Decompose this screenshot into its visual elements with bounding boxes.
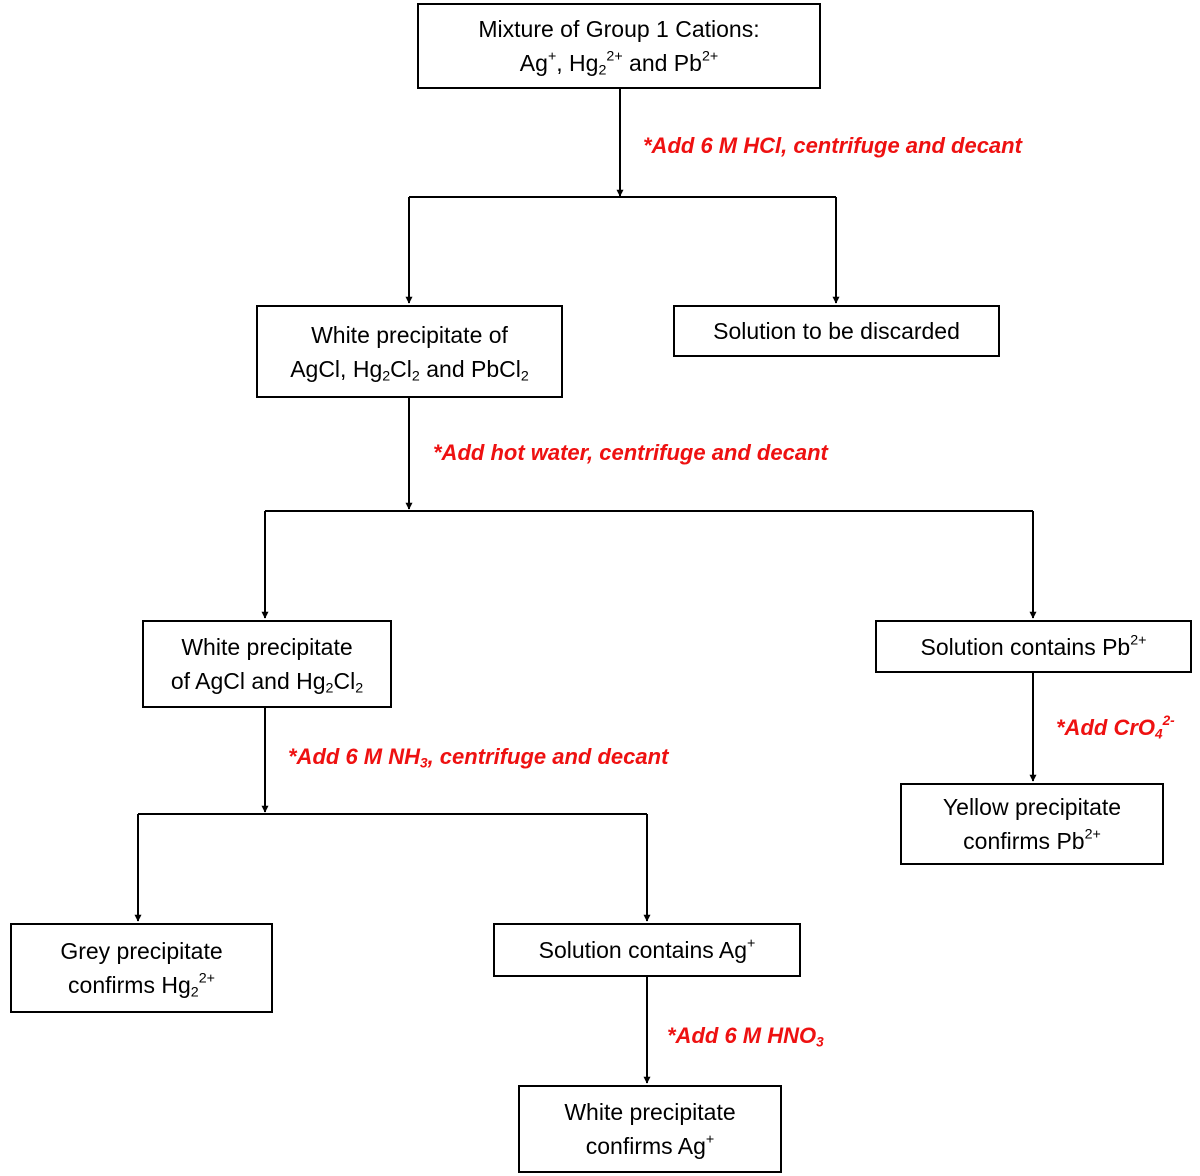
discard-solution-box: Solution to be discarded bbox=[673, 305, 1000, 357]
yellow-precipitate-box: Yellow precipitate confirms Pb2+ bbox=[900, 783, 1164, 865]
ag-solution-box: Solution contains Ag+ bbox=[493, 923, 801, 977]
grey-precipitate-box: Grey precipitate confirms Hg22+ bbox=[10, 923, 273, 1013]
pb-solution-text: Solution contains Pb2+ bbox=[920, 631, 1147, 660]
white-ag-hg-line2: of AgCl and Hg2Cl2 bbox=[170, 668, 364, 697]
mixture-ions: Ag+, Hg22+ and Pb2+ bbox=[519, 48, 719, 79]
white-ag-line2: confirms Ag+ bbox=[585, 1131, 715, 1159]
white-precipitate-ag-hg-box: White precipitate of AgCl and Hg2Cl2 bbox=[142, 620, 392, 708]
white-ag-hg-line1: White precipitate bbox=[181, 634, 353, 660]
step-add-hcl: *Add 6 M HCl, centrifuge and decant bbox=[643, 133, 1022, 158]
white-all-line2: AgCl, Hg2Cl2 and PbCl2 bbox=[290, 355, 529, 385]
mixture-title: Mixture of Group 1 Cations: bbox=[478, 16, 760, 42]
grey-line2: confirms Hg22+ bbox=[68, 970, 215, 1001]
yellow-line1: Yellow precipitate bbox=[942, 794, 1122, 820]
step-add-hno3: *Add 6 M HNO3 bbox=[667, 1023, 824, 1050]
step-add-nh3: *Add 6 M NH3, centrifuge and decant bbox=[288, 744, 669, 771]
yellow-line2: confirms Pb2+ bbox=[963, 826, 1101, 854]
grey-line1: Grey precipitate bbox=[60, 938, 223, 964]
white-precipitate-ag-box: White precipitate confirms Ag+ bbox=[518, 1085, 782, 1173]
white-all-line1: White precipitate of bbox=[311, 321, 508, 348]
discard-text: Solution to be discarded bbox=[713, 318, 960, 344]
pb-solution-box: Solution contains Pb2+ bbox=[875, 620, 1192, 673]
white-precipitate-all-box: White precipitate of AgCl, Hg2Cl2 and Pb… bbox=[256, 305, 563, 398]
ag-solution-text: Solution contains Ag+ bbox=[538, 935, 756, 963]
step-add-cro4: *Add CrO42- bbox=[1056, 712, 1175, 742]
step-add-hot-water: *Add hot water, centrifuge and decant bbox=[433, 440, 828, 465]
mixture-box: Mixture of Group 1 Cations: Ag+, Hg22+ a… bbox=[417, 3, 821, 89]
white-ag-line1: White precipitate bbox=[564, 1099, 736, 1125]
